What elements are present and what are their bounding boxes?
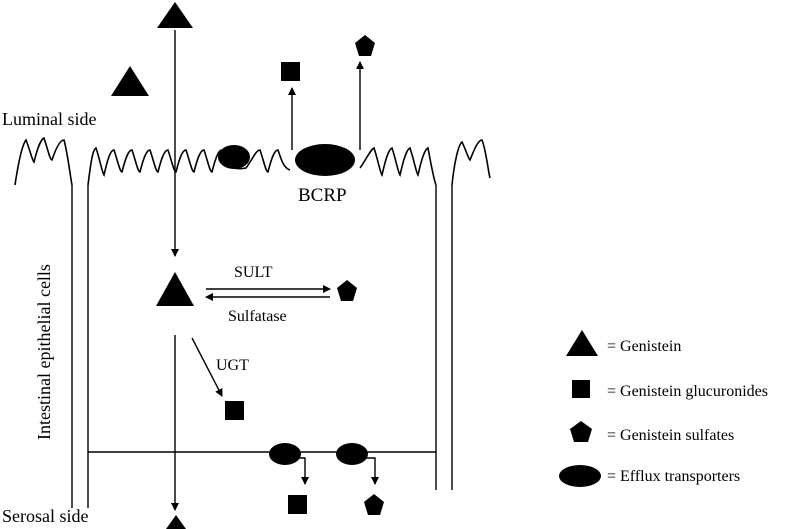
basolateral-sulfate-arrow [360,457,379,485]
legend-genistein-icon [566,330,598,356]
genistein-sulfate-luminal [355,35,375,56]
basolateral-transporter-1 [269,443,301,465]
legend-sulfate-text: = Genistein sulfates [607,427,734,444]
genistein-triangle-luminal [111,66,149,96]
intestinal-cells-label: Intestinal epithelial cells [34,264,54,440]
bcrp-label: BCRP [298,185,347,206]
bcrp-transporter [295,144,355,176]
serosal-side-label: Serosal side [2,506,88,526]
ugt-label: UGT [216,357,249,374]
genistein-sulfate-intracellular [337,280,357,301]
cell-boundaries [71,185,453,508]
sult-label: SULT [234,264,273,281]
genistein-glucuronide-intracellular [225,401,244,420]
legend-genistein-text: = Genistein [607,338,681,355]
legend-transporter-text: = Efflux transporters [607,468,740,485]
legend-sulfate-icon [570,421,592,442]
genistein-triangle-top [157,2,193,28]
brush-border [14,136,491,186]
legend-transporter-icon [559,465,601,487]
sulfatase-label: Sulfatase [228,308,287,325]
genistein-triangle-serosal [166,515,186,529]
legend: = Genistein = Genistein glucuronides = G… [559,330,768,487]
legend-glucuronide-text: = Genistein glucuronides [607,383,768,400]
luminal-side-label: Luminal side [2,109,96,129]
legend-glucuronide-icon [572,380,590,398]
genistein-glucuronide-serosal [288,495,307,514]
genistein-sulfate-serosal [364,494,384,515]
genistein-glucuronide-luminal [281,62,300,81]
ugt-arrow [191,337,223,397]
apical-transporter-small [218,145,250,169]
genistein-triangle-intracellular [156,272,194,306]
basolateral-glucuronide-arrow [292,457,309,485]
basolateral-transporter-2 [336,443,368,465]
